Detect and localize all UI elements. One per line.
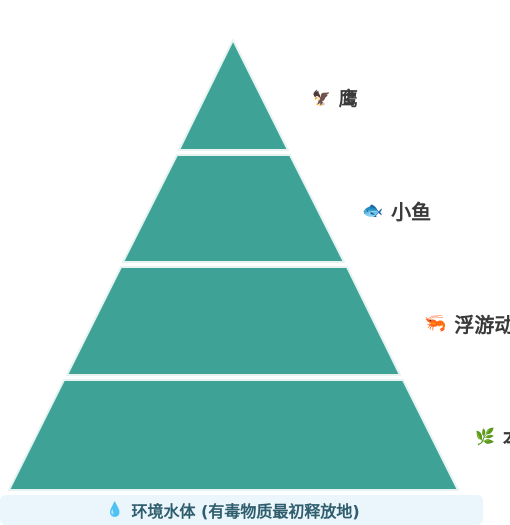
pyramid-tier-second (122, 154, 345, 263)
tier-label-text: 本 (503, 422, 510, 451)
tier-label-text: 小鱼 (391, 200, 432, 224)
tier-label-plant: 🌿 本 (475, 422, 510, 451)
environment-water-label: 💧 环境水体 (有毒物质最初释放地) (106, 498, 360, 522)
tier-label-text: 鹰 (338, 88, 358, 110)
tier-label-eagle: 🦅 鹰 (312, 84, 358, 111)
plant-icon: 🌿 (475, 427, 495, 446)
pyramid-tier-third (66, 266, 401, 376)
pyramid-graphic (8, 39, 459, 491)
tier-label-text: 浮游动 (454, 313, 510, 337)
environment-water-text: 环境水体 (有毒物质最初释放地) (131, 502, 360, 521)
eagle-icon: 🦅 (312, 88, 331, 107)
fish-icon: 🐟 (362, 200, 384, 221)
pyramid-tier-bottom (8, 379, 459, 491)
pyramid-tier-top (178, 39, 289, 151)
shrimp-icon: 🦐 (424, 313, 447, 334)
water-drop-icon: 💧 (106, 502, 124, 518)
tier-label-zooplankton: 🦐 浮游动 (424, 309, 510, 338)
tier-label-small-fish: 🐟 小鱼 (362, 196, 431, 225)
food-chain-pyramid-diagram: 🦅 鹰 🐟 小鱼 🦐 浮游动 🌿 本 💧 环境水体 (有毒物质最初释放地) (0, 39, 510, 525)
